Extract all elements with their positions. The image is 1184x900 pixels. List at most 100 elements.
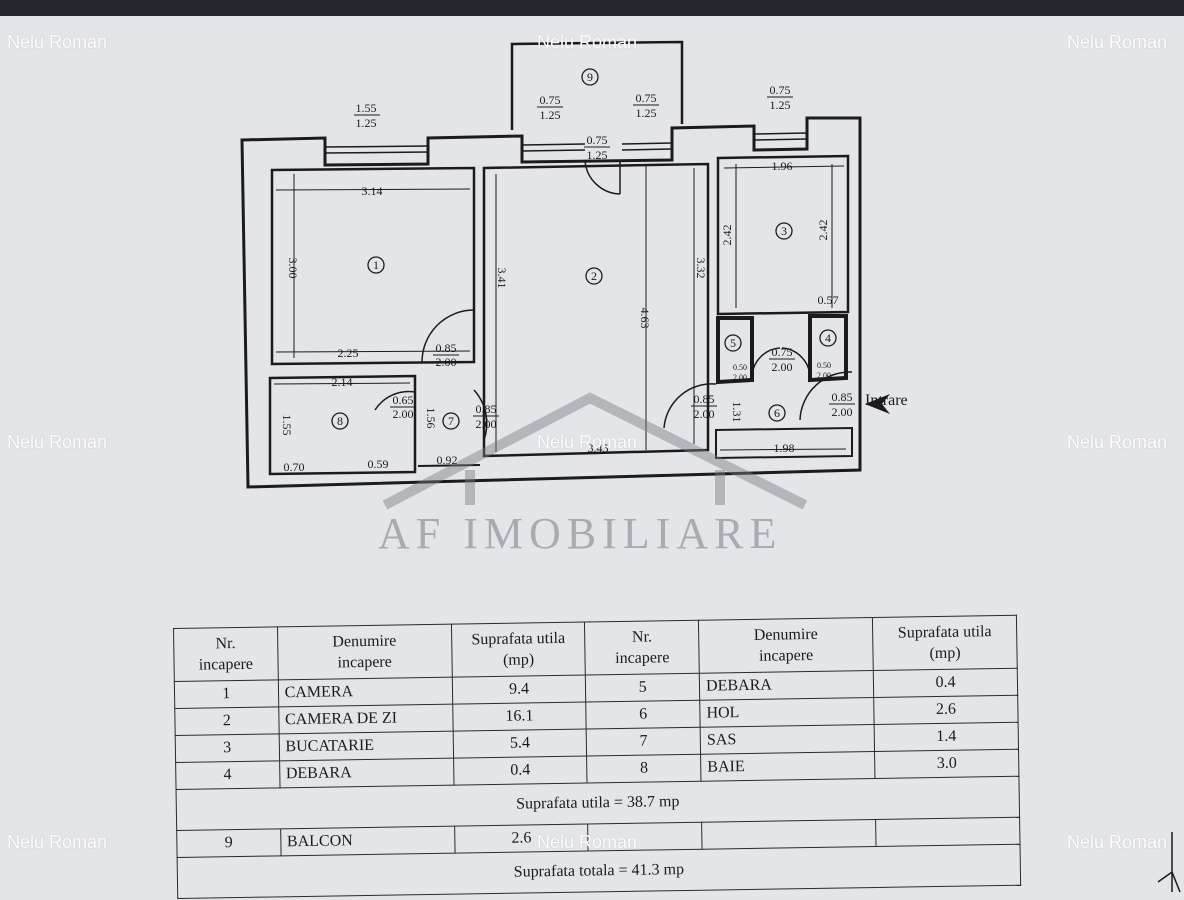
- table-cell: 16.1: [452, 702, 587, 732]
- table-cell: 1: [174, 679, 279, 709]
- dim-label: 0.75: [770, 83, 791, 97]
- table-cell: 7: [586, 727, 701, 757]
- dim-label: 0.65: [393, 393, 414, 407]
- header-nr-a: Nr.incapere: [173, 626, 278, 682]
- dim-label: 0.57: [818, 293, 839, 307]
- table-cell: (mp): [502, 651, 535, 669]
- dim-label: 3.45: [588, 441, 609, 455]
- dim-label: 0.85: [476, 402, 497, 416]
- room-circles: [331, 68, 837, 430]
- watermark: Nelu Roman: [537, 32, 638, 52]
- watermark: Nelu Roman: [7, 832, 108, 852]
- watermark: Nelu Roman: [1067, 432, 1168, 452]
- table-cell: 6: [586, 700, 701, 730]
- room-number: 4: [825, 331, 831, 345]
- table-cell: 2: [174, 706, 279, 736]
- table-cell: 2.6: [873, 695, 1019, 725]
- dim-label: 1.31: [730, 402, 744, 423]
- room-number: 8: [337, 414, 343, 428]
- table-cell: 3.0: [874, 749, 1019, 779]
- dim-label: 2.00: [393, 407, 414, 421]
- dim-label: 2.00: [817, 371, 831, 380]
- dim-label: 0.50: [817, 361, 831, 370]
- header-area-b: Suprafata utila (mp): [872, 615, 1018, 671]
- table-cell: 8: [586, 754, 702, 784]
- table-cell: 0.4: [453, 756, 588, 786]
- table-cell: 9.4: [451, 675, 587, 705]
- header-nr-b: Nr.incapere: [584, 620, 700, 676]
- dim-label: 2.42: [720, 225, 734, 246]
- table-cell: CAMERA: [277, 677, 453, 707]
- room-numbers: 1 2 3 4 5 6 7 8 9: [337, 70, 831, 428]
- dim-label: 0.85: [832, 390, 853, 404]
- windows: [324, 132, 808, 154]
- table-cell: Nr.: [631, 628, 653, 646]
- dim-label: 2.00: [694, 407, 715, 421]
- dim-label: 1.55: [280, 415, 294, 436]
- dim-label: 0.75: [636, 91, 657, 105]
- dim-label: 0.92: [437, 453, 458, 467]
- table-cell: 5.4: [452, 729, 587, 759]
- watermark: Nelu Roman: [537, 432, 638, 452]
- table-cell: Denumire: [753, 625, 818, 644]
- dim-label: 1.55: [356, 101, 377, 115]
- dim-label: 3.32: [694, 258, 708, 279]
- floor-plan: 1 2 3 4 5 6 7 8 9 1.55 1.25 0.75 1.25 0.…: [240, 40, 890, 510]
- table-cell: incapere: [758, 646, 814, 665]
- watermark: Nelu Roman: [7, 32, 108, 52]
- dim-label: 3.14: [362, 184, 383, 198]
- room-number: 7: [448, 414, 454, 428]
- dim-label: 1.25: [636, 106, 657, 120]
- top-bar: [0, 0, 1184, 16]
- dim-label: 3.00: [286, 258, 300, 279]
- table-cell: incapere: [337, 653, 392, 672]
- brand-watermark: AF IMOBILIARE: [378, 509, 783, 558]
- room-number: 3: [781, 224, 787, 238]
- table-cell: DEBARA: [279, 758, 454, 788]
- dim-label: 1.56: [424, 408, 438, 429]
- room-number: 1: [373, 258, 379, 272]
- dim-label: 0.59: [368, 457, 389, 471]
- table-cell: Suprafata utila: [897, 623, 992, 642]
- dim-label: 2.00: [772, 360, 793, 374]
- dim-label: 0.75: [540, 93, 561, 107]
- dim-label: 2.25: [338, 346, 359, 360]
- north-arrow-icon: [1157, 832, 1181, 893]
- dim-label: 1.25: [540, 108, 561, 122]
- table-cell: SAS: [700, 724, 875, 755]
- table-cell: Denumire: [332, 632, 397, 651]
- header-name-a: Denumire incapere: [277, 624, 452, 680]
- entry-arrow-icon: [865, 394, 890, 414]
- room-number: 2: [591, 269, 597, 283]
- table-cell: 5: [585, 673, 700, 703]
- dim-label: 3.41: [495, 268, 509, 289]
- table-cell: BALCON: [280, 826, 455, 856]
- table-cell: CAMERA DE ZI: [278, 704, 453, 734]
- watermark: Nelu Roman: [1067, 832, 1168, 852]
- dim-label: 2.00: [832, 405, 853, 419]
- table-cell: [875, 817, 1021, 847]
- dimension-labels: 1.55 1.25 0.75 1.25 0.75 1.25 0.75 1.25 …: [280, 83, 855, 474]
- dimension-lines: [273, 164, 847, 452]
- header-name-b: Denumire incapere: [698, 617, 874, 674]
- dim-label: 1.25: [356, 116, 377, 130]
- dim-label: 0.50: [733, 363, 747, 372]
- dim-label: 0.85: [694, 392, 715, 406]
- dim-label: 2.14: [332, 375, 353, 389]
- table-cell: BAIE: [700, 751, 876, 782]
- table-cell: 3: [175, 733, 280, 763]
- table-cell: 1.4: [874, 722, 1019, 752]
- table-cell: (mp): [929, 644, 961, 663]
- table-cell: [701, 819, 877, 850]
- table-cell: DEBARA: [699, 670, 874, 701]
- table-cell: Suprafata utila: [471, 629, 566, 649]
- watermark: Nelu Roman: [7, 432, 108, 452]
- dim-label: 2.00: [476, 417, 497, 431]
- dim-label: 2.42: [816, 220, 830, 241]
- table-cell: 4: [175, 760, 280, 790]
- dim-label: 1.98: [774, 441, 795, 455]
- dim-label: 1.25: [770, 98, 791, 112]
- dim-label: 4.63: [638, 308, 652, 329]
- table-cell: BUCATARIE: [278, 731, 454, 761]
